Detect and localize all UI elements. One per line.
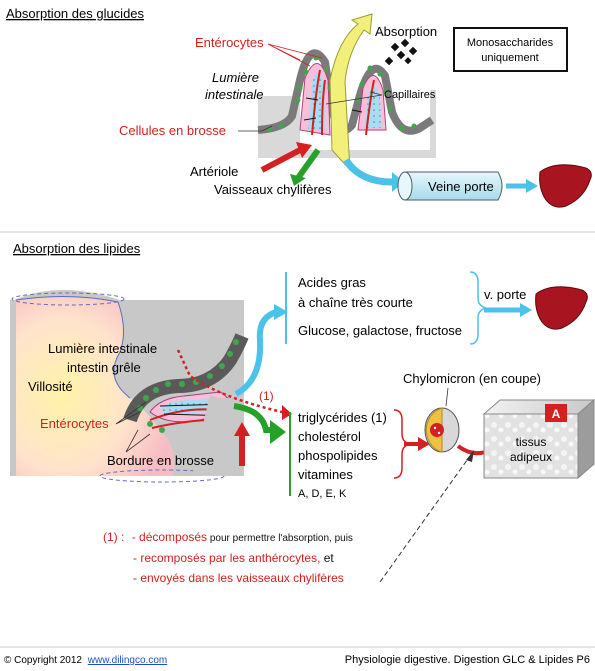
box-line1: Monosaccharides [467, 37, 554, 49]
label-adipeux: adipeux [510, 450, 552, 464]
absorption-arrow [329, 13, 373, 172]
tissue-flank [190, 394, 244, 476]
acides-line3: Glucose, galactose, fructose [298, 323, 462, 338]
arteriole-arrow [260, 147, 302, 173]
badge-a-text: A [552, 407, 561, 421]
label-intestinale: intestinale [205, 87, 264, 102]
lymph-arrow-head [290, 174, 306, 186]
lymph-arrow [295, 148, 321, 180]
enterocytes2-leader [115, 401, 147, 425]
chylo-leader [445, 387, 449, 407]
lipides-line2: cholestérol [298, 429, 361, 444]
to-chylo-head [418, 437, 430, 451]
red-dotted-head [282, 405, 292, 420]
red-dotted-path [176, 349, 283, 414]
blue-path-up [234, 309, 278, 397]
section2-title: Absorption des lipides [13, 241, 141, 256]
enterocytes-leader [267, 43, 323, 67]
green-path [233, 403, 272, 433]
villus-outline [15, 295, 131, 399]
dashed-top [11, 292, 125, 306]
label-note-marker: (1) [259, 389, 274, 403]
chylomicron-icon [424, 407, 460, 453]
footnote: (1) : - décomposés pour permettre l'abso… [103, 530, 353, 585]
arteriole-arrow-head [296, 142, 312, 158]
label-absorption: Absorption [375, 24, 437, 39]
badge-a [545, 404, 567, 422]
note-line2-black: et [320, 551, 334, 565]
footer-right: Physiologie digestive. Digestion GLC & L… [345, 654, 590, 666]
footer-copyright: © Copyright 2012 [4, 655, 82, 666]
liver-icon-2 [535, 286, 588, 330]
label-v-porte: v. porte [484, 287, 526, 302]
monosaccharides-box: Monosaccharides uniquement [453, 27, 568, 72]
vein-to-liver-head [526, 179, 538, 193]
molecules-icon [384, 38, 418, 66]
acides-line2: à chaîne très courte [298, 295, 413, 310]
note-line3-red: - envoyés dans les vaisseaux chylifères [133, 571, 344, 585]
v-porte-head [520, 303, 532, 317]
note-leader-head [466, 450, 474, 462]
svg-text:(1) : - décomposés pour: (1) : - décomposés pour permettre l'abso… [103, 530, 353, 544]
note-leader [379, 455, 471, 583]
lipides-line3: phospolipides [298, 448, 378, 463]
label-cellules-brosse: Cellules en brosse [119, 123, 226, 138]
box-line2: uniquement [481, 52, 539, 64]
liver-icon [539, 164, 592, 208]
label-bordure: Bordure en brosse [107, 453, 214, 468]
label-tissus: tissus [516, 435, 547, 449]
capillaires-leader [325, 91, 383, 105]
note-prefix: (1) : [103, 530, 124, 544]
blue-head-up [274, 304, 288, 320]
brosse-leader [238, 125, 273, 132]
label-chylomicron: Chylomicron (en coupe) [403, 371, 541, 386]
acides-bracket-right [469, 271, 487, 345]
svg-text:- recomposés par les anthérocy: - recomposés par les anthérocytes, et [133, 551, 334, 565]
label-lumiere-int: Lumière intestinale [48, 341, 157, 356]
adipose-cube: tissus adipeux [482, 398, 595, 480]
artery-in-head [234, 422, 250, 436]
label-intestin-grele: intestin grêle [67, 360, 141, 375]
bordure-leader [125, 429, 151, 453]
note-line1-red: - décomposés [132, 530, 207, 544]
label-arteriole: Artériole [190, 164, 238, 179]
lipides-line1: triglycérides (1) [298, 410, 387, 425]
svg-text:© Copyright 2012 www.dilin: © Copyright 2012 www.dilingco.com [4, 655, 167, 666]
note-line1-black: pour permettre l'absorption, puis [207, 533, 353, 544]
label-villosite: Villosité [28, 379, 73, 394]
veine-porte-cylinder: Veine porte [397, 171, 503, 201]
lipides-line5: A, D, E, K [298, 488, 347, 500]
label-lumiere: Lumière [212, 70, 259, 85]
lumen-area [16, 296, 175, 476]
section1-title: Absorption des glucides [6, 6, 145, 21]
footer-link[interactable]: www.dilingco.com [87, 655, 167, 666]
label-vaisseaux: Vaisseaux chylifères [214, 182, 332, 197]
acides-line1: Acides gras [298, 275, 366, 290]
lipides-line4: vitamines [298, 467, 353, 482]
label-capillaires: Capillaires [384, 89, 436, 101]
label-enterocytes: Entérocytes [195, 35, 264, 50]
green-head [270, 420, 286, 444]
blue-path-to-vein [343, 157, 393, 186]
note-line2-red: - recomposés par les anthérocytes, [133, 551, 320, 565]
tissue-background [258, 90, 436, 158]
label-veine-porte: Veine porte [428, 179, 494, 194]
label-enterocytes-2: Entérocytes [40, 416, 109, 431]
